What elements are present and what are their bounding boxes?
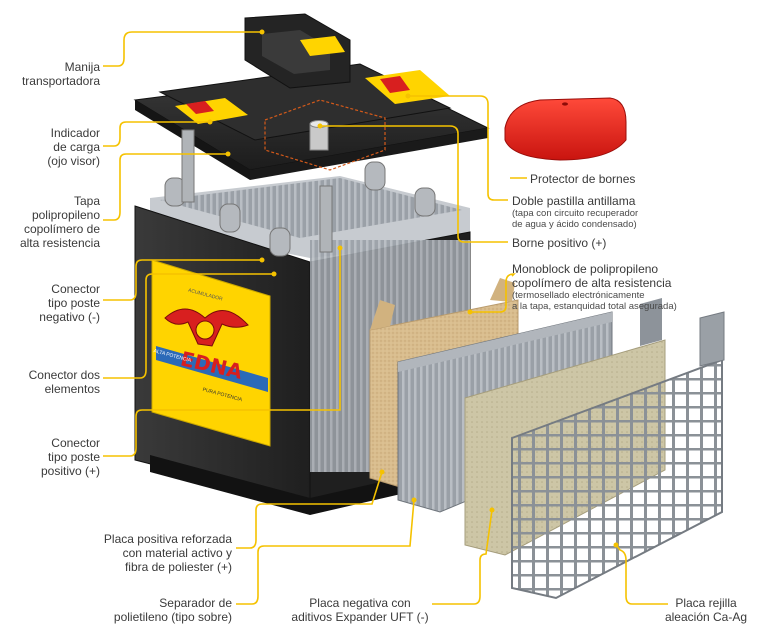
- leader-monoblock: [470, 273, 516, 313]
- label-protector: Protector de bornes: [530, 172, 636, 186]
- label-borne: Borne positivo (+): [512, 236, 607, 250]
- terminal-protector: [504, 97, 627, 161]
- label-tapa: Tapa polipropileno copolímero de alta re…: [19, 194, 100, 250]
- leader-conector-negativo: [103, 259, 262, 301]
- label-conector-positivo: Conector tipo poste positivo (+): [40, 436, 100, 478]
- label-indicador: Indicador de carga (ojo visor): [47, 126, 100, 168]
- leader-indicador: [103, 121, 210, 147]
- leader-doble-pastilla: [408, 95, 508, 201]
- leader-manija: [103, 31, 262, 67]
- leader-borne: [320, 125, 508, 243]
- leader-dots: [207, 29, 619, 548]
- label-conector-negativo: Conector tipo poste negativo (-): [39, 282, 100, 324]
- label-placa-rejilla: Placa rejilla aleación Ca-Ag: [664, 596, 748, 624]
- label-manija: Manija transportadora: [21, 60, 100, 88]
- front-brand-label: [151, 259, 271, 447]
- leader-conector-dos: [103, 273, 274, 379]
- grid-plate: [511, 311, 725, 600]
- leader-placa-rejilla: [615, 544, 668, 605]
- leader-placa-negativa: [432, 509, 493, 605]
- label-placa-positiva: Placa positiva reforzada con material ac…: [103, 532, 232, 574]
- label-doble-pastilla: Doble pastilla antillama (tapa con circu…: [512, 194, 639, 230]
- leader-conector-positivo: [103, 248, 341, 457]
- label-separador: Separador de polietileno (tipo sobre): [113, 596, 232, 624]
- label-placa-negativa: Placa negativa con aditivos Expander UFT…: [291, 596, 429, 624]
- leader-placa-positiva: [236, 471, 383, 549]
- label-conector-dos: Conector dos elementos: [28, 368, 100, 396]
- label-monoblock: Monoblock de polipropileno copolímero de…: [512, 262, 677, 312]
- leader-lines: [103, 31, 668, 605]
- leader-separador: [236, 499, 415, 605]
- leader-tapa: [103, 153, 228, 221]
